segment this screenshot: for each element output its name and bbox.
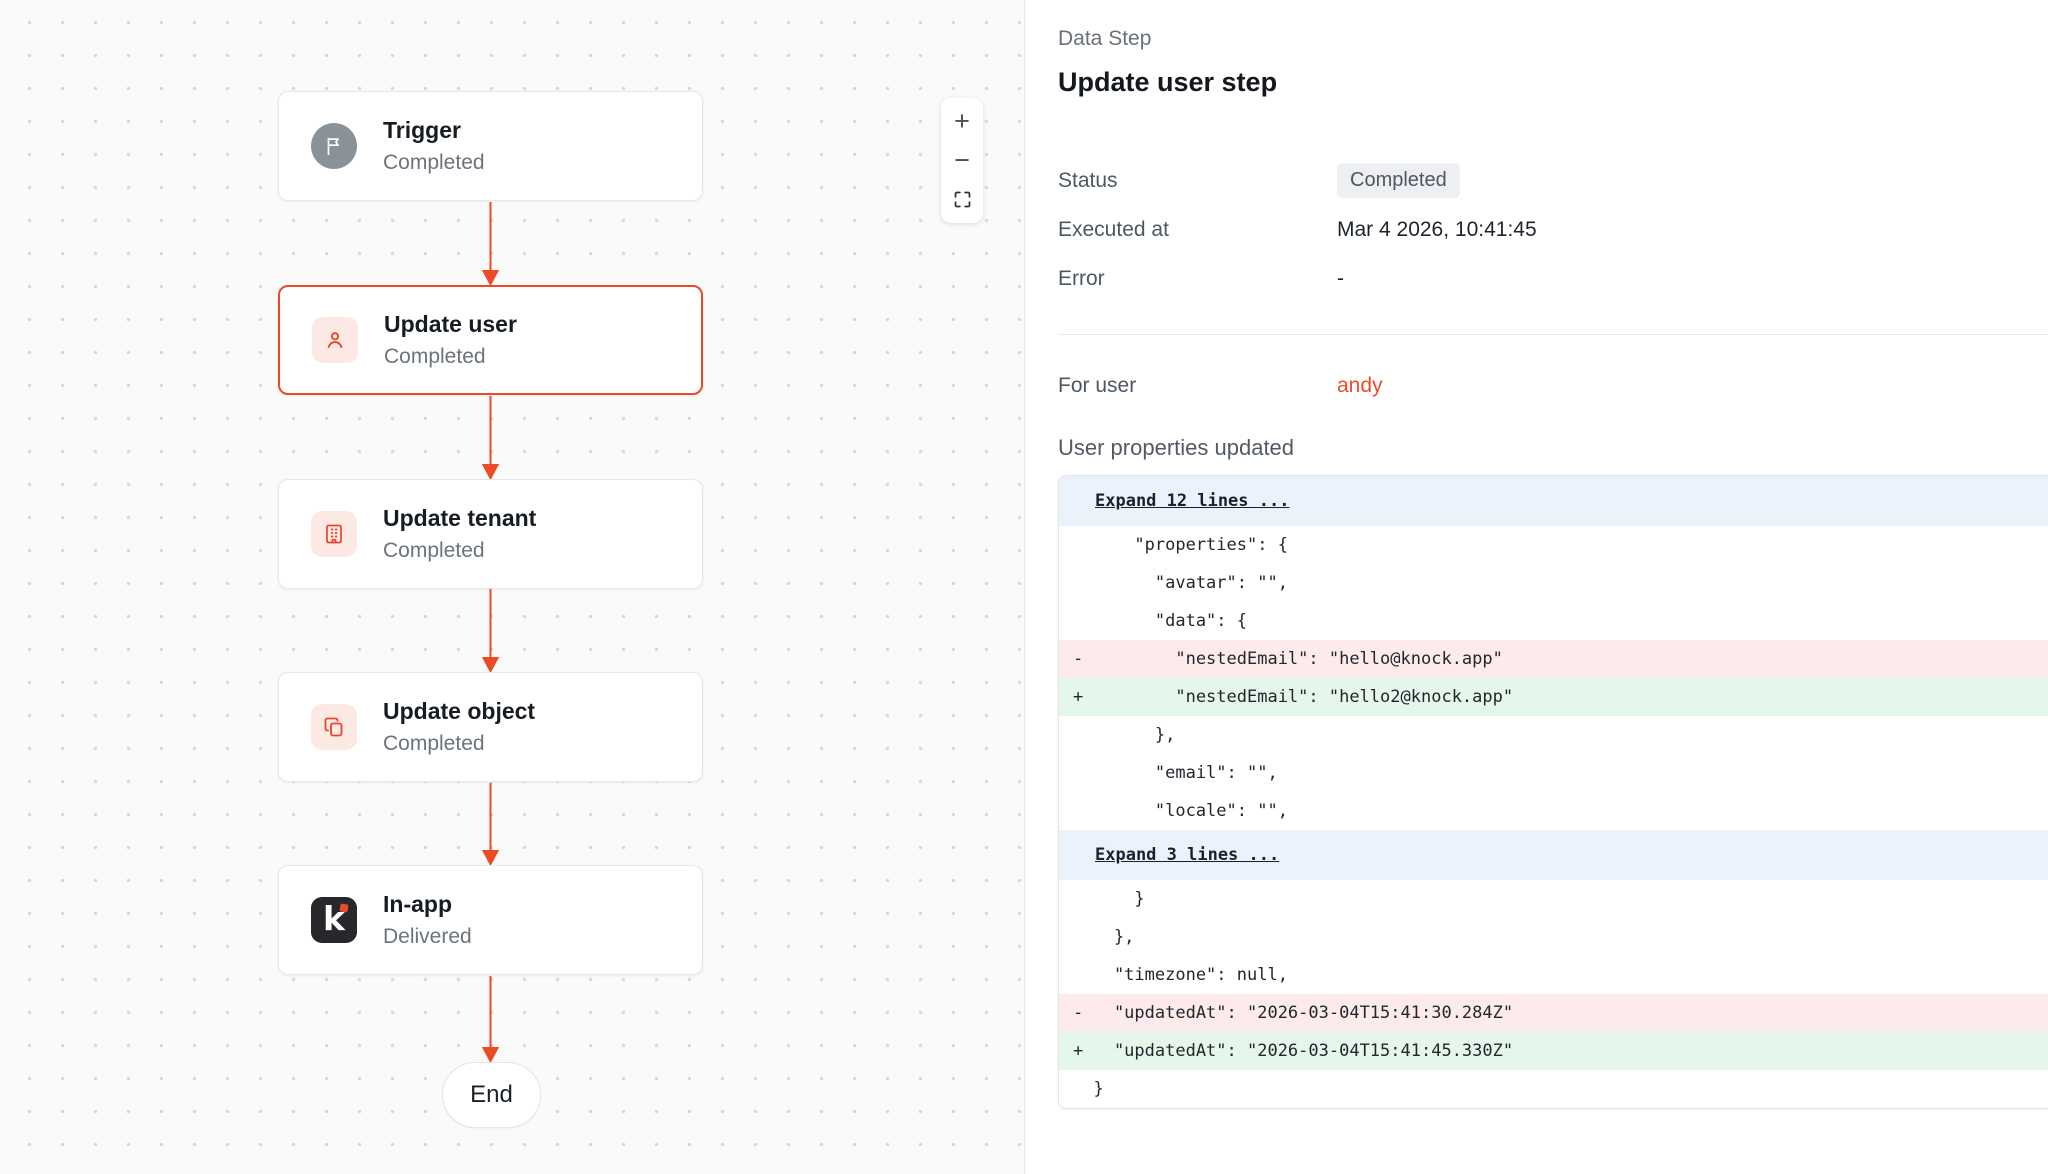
status-label: Status <box>1058 168 1118 192</box>
end-node[interactable]: End <box>442 1062 541 1128</box>
node-title: Update user <box>384 311 517 338</box>
user-icon <box>312 317 358 363</box>
expand-lines-button[interactable]: Expand 3 lines ... <box>1059 830 2048 880</box>
zoom-in-button[interactable]: + <box>942 103 982 140</box>
error-value: - <box>1337 267 1344 290</box>
error-field: Error - <box>1058 262 2048 296</box>
diff-line: }, <box>1073 927 1135 947</box>
workflow-node-update-user[interactable]: Update user Completed <box>278 285 703 395</box>
executed-at-value: Mar 4 2026, 10:41:45 <box>1337 218 1537 241</box>
section-divider <box>1058 334 2048 335</box>
diff-line: "properties": { <box>1073 535 1288 555</box>
building-icon <box>311 511 357 557</box>
node-status: Completed <box>383 731 485 755</box>
flag-icon <box>311 123 357 169</box>
diff-line-removed: - "nestedEmail": "hello@knock.app" <box>1059 640 2048 678</box>
error-label: Error <box>1058 267 1105 290</box>
diff-line: } <box>1073 889 1145 909</box>
node-status: Completed <box>383 150 485 174</box>
node-title: Update tenant <box>383 505 537 532</box>
expand-lines-button[interactable]: Expand 12 lines ... <box>1059 476 2048 526</box>
workflow-node-trigger[interactable]: Trigger Completed <box>278 91 703 201</box>
step-meta-fields: Status Completed Executed at Mar 4 2026,… <box>1058 163 2048 296</box>
end-node-label: End <box>470 1081 513 1108</box>
diff-line: }, <box>1073 725 1176 745</box>
diff-line: "email": "", <box>1073 763 1278 783</box>
node-text: Update user Completed <box>384 311 517 368</box>
diff-title: User properties updated <box>1058 435 1295 460</box>
node-text: Update tenant Completed <box>383 505 536 562</box>
diff-line: "timezone": null, <box>1073 965 1288 985</box>
plus-icon: + <box>954 106 970 136</box>
status-badge: Completed <box>1337 163 1460 198</box>
workflow-node-in-app[interactable]: k In-app Delivered <box>278 865 703 975</box>
diff-line: "locale": "", <box>1073 801 1288 821</box>
user-link[interactable]: andy <box>1337 374 1383 397</box>
node-title: Trigger <box>383 117 461 144</box>
copy-icon <box>311 704 357 750</box>
minus-icon: − <box>954 145 970 175</box>
diff-line: "data": { <box>1073 611 1247 631</box>
executed-at-field: Executed at Mar 4 2026, 10:41:45 <box>1058 213 2048 247</box>
diff-line: } <box>1073 1079 1104 1099</box>
node-status: Completed <box>383 538 485 562</box>
for-user-label: For user <box>1058 374 1137 397</box>
diff-viewer: Expand 12 lines ... "properties": { "ava… <box>1058 475 2048 1109</box>
workflow-node-update-object[interactable]: Update object Completed <box>278 672 703 782</box>
zoom-controls: + − <box>941 98 983 223</box>
node-title: Update object <box>383 698 536 725</box>
workflow-canvas[interactable]: Trigger Completed Update user Completed <box>0 0 1025 1174</box>
knock-logo-dot <box>339 903 349 913</box>
for-user-field: For user andy <box>1058 369 2048 403</box>
workflow-node-update-tenant[interactable]: Update tenant Completed <box>278 479 703 589</box>
zoom-out-button[interactable]: − <box>942 142 982 179</box>
fit-view-button[interactable] <box>942 181 982 218</box>
diff-line: "avatar": "", <box>1073 573 1288 593</box>
diff-line-added: + "nestedEmail": "hello2@knock.app" <box>1059 678 2048 716</box>
node-title: In-app <box>383 891 452 918</box>
fit-view-icon <box>952 189 973 210</box>
executed-at-label: Executed at <box>1058 218 1169 241</box>
diff-line-removed: - "updatedAt": "2026-03-04T15:41:30.284Z… <box>1059 994 2048 1032</box>
node-status: Delivered <box>383 924 472 948</box>
panel-title: Update user step <box>1058 67 1278 97</box>
diff-line-added: + "updatedAt": "2026-03-04T15:41:45.330Z… <box>1059 1032 2048 1070</box>
step-detail-panel: Data Step Update user step Status Comple… <box>1025 0 2048 1174</box>
panel-eyebrow: Data Step <box>1058 27 1152 50</box>
node-text: In-app Delivered <box>383 891 472 948</box>
node-status: Completed <box>384 344 486 368</box>
knock-logo: k <box>311 897 357 943</box>
status-field: Status Completed <box>1058 163 2048 198</box>
node-text: Update object Completed <box>383 698 535 755</box>
node-text: Trigger Completed <box>383 117 485 174</box>
